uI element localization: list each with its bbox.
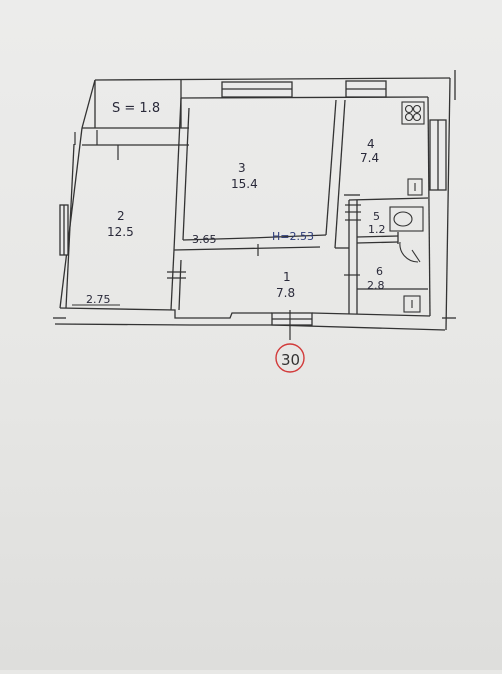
- interior-walls: [82, 97, 429, 314]
- room-1-number: 1: [283, 270, 291, 284]
- bath-tub-icon: [403, 295, 421, 313]
- room-6-area: 2.8: [367, 279, 385, 292]
- room-3-area: 15.4: [231, 177, 258, 191]
- room-5-number: 5: [373, 210, 380, 223]
- ceiling-height-label: H=2.53: [272, 230, 314, 243]
- apartment-number: 30: [281, 351, 300, 369]
- room-6-number: 6: [376, 265, 383, 278]
- toilet-icon: [389, 206, 424, 232]
- dimension-2-75: 2.75: [86, 293, 111, 306]
- kitchen-stove-icon: [401, 101, 425, 125]
- room-4-area: 7.4: [360, 151, 379, 165]
- door-swing-icon: [399, 241, 421, 263]
- room-2-number: 2: [117, 209, 125, 223]
- door-markers: [74, 130, 361, 340]
- room-1-area: 7.8: [276, 286, 295, 300]
- dimension-3-65: 3.65: [192, 233, 217, 246]
- room-5-area: 1.2: [368, 223, 386, 236]
- balcony-label: S = 1.8: [112, 101, 160, 116]
- kitchen-sink-icon: [407, 178, 423, 196]
- outer-walls: [53, 70, 456, 331]
- room-2-area: 12.5: [107, 225, 134, 239]
- apartment-number-stamp: 30: [275, 343, 305, 373]
- room-4-number: 4: [367, 137, 375, 151]
- room-3-number: 3: [238, 161, 246, 175]
